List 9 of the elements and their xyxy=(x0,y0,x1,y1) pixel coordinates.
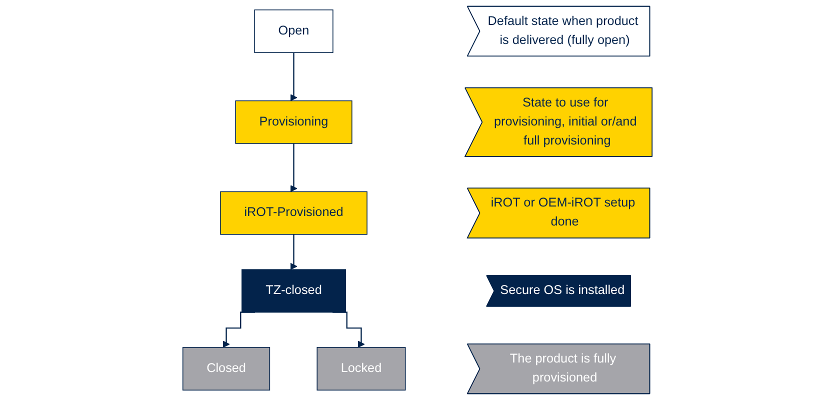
arrow xyxy=(290,234,298,270)
arrow xyxy=(290,52,298,102)
node-box: Provisioning xyxy=(235,100,352,144)
node-box: Closed xyxy=(182,347,270,391)
node-box: TZ-closed xyxy=(242,269,346,313)
node-box: Open xyxy=(254,9,334,53)
node-box: iROT-Provisioned xyxy=(220,191,368,235)
arrow xyxy=(290,142,298,192)
node-box: Locked xyxy=(316,347,406,391)
